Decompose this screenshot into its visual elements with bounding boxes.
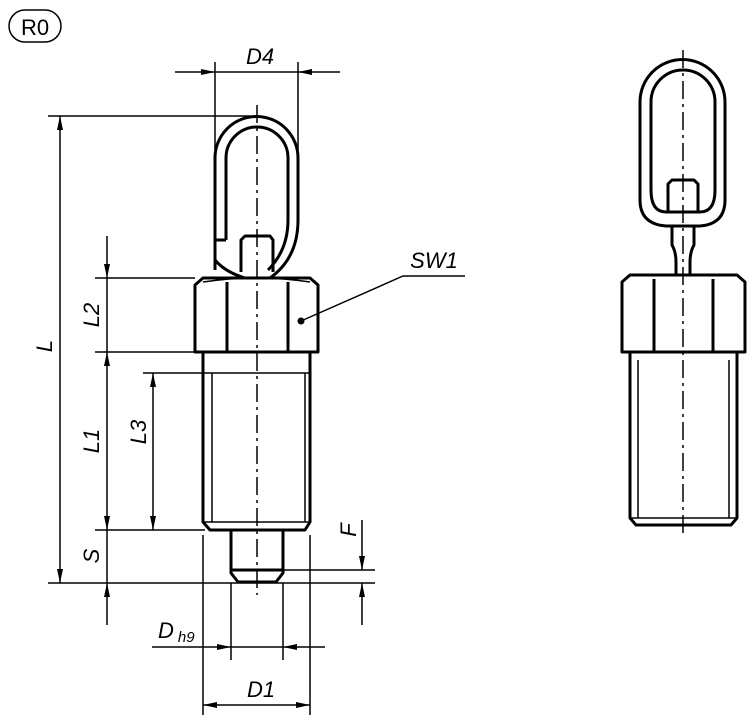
pulled-view-part bbox=[620, 50, 747, 535]
dim-f-label: F bbox=[336, 522, 361, 537]
dim-d-tolerance: h9 bbox=[178, 629, 195, 646]
dim-l3-label: L3 bbox=[126, 419, 151, 444]
front-view-part bbox=[193, 105, 465, 595]
dim-d1-label: D1 bbox=[247, 677, 275, 702]
sw1-leader bbox=[300, 275, 465, 322]
threaded-body bbox=[201, 352, 312, 532]
hex-faces-right bbox=[652, 279, 715, 352]
ring-inner-right bbox=[649, 68, 717, 214]
thread-lines bbox=[203, 372, 310, 523]
hex-chamfer bbox=[202, 277, 311, 283]
stem-right bbox=[670, 226, 696, 275]
ring-outer-right bbox=[638, 58, 727, 228]
dim-l2-label: L2 bbox=[79, 303, 104, 327]
dim-sw1-label: SW1 bbox=[410, 248, 458, 273]
dim-l-label: L bbox=[32, 340, 57, 352]
dim-s-label: S bbox=[79, 548, 104, 563]
dim-d4-label: D4 bbox=[246, 44, 274, 69]
hex-faces bbox=[225, 282, 290, 352]
dim-d-symbol: D bbox=[158, 618, 174, 643]
variant-badge: R0 bbox=[8, 9, 62, 43]
ring-inner bbox=[224, 125, 290, 272]
dimensions: D4 L L2 L1 L3 S F bbox=[32, 44, 458, 715]
hex-nut-right bbox=[620, 273, 747, 354]
dim-l1-label: L1 bbox=[79, 429, 104, 453]
ring-outer bbox=[213, 115, 300, 280]
variant-badge-label: R0 bbox=[21, 15, 49, 40]
